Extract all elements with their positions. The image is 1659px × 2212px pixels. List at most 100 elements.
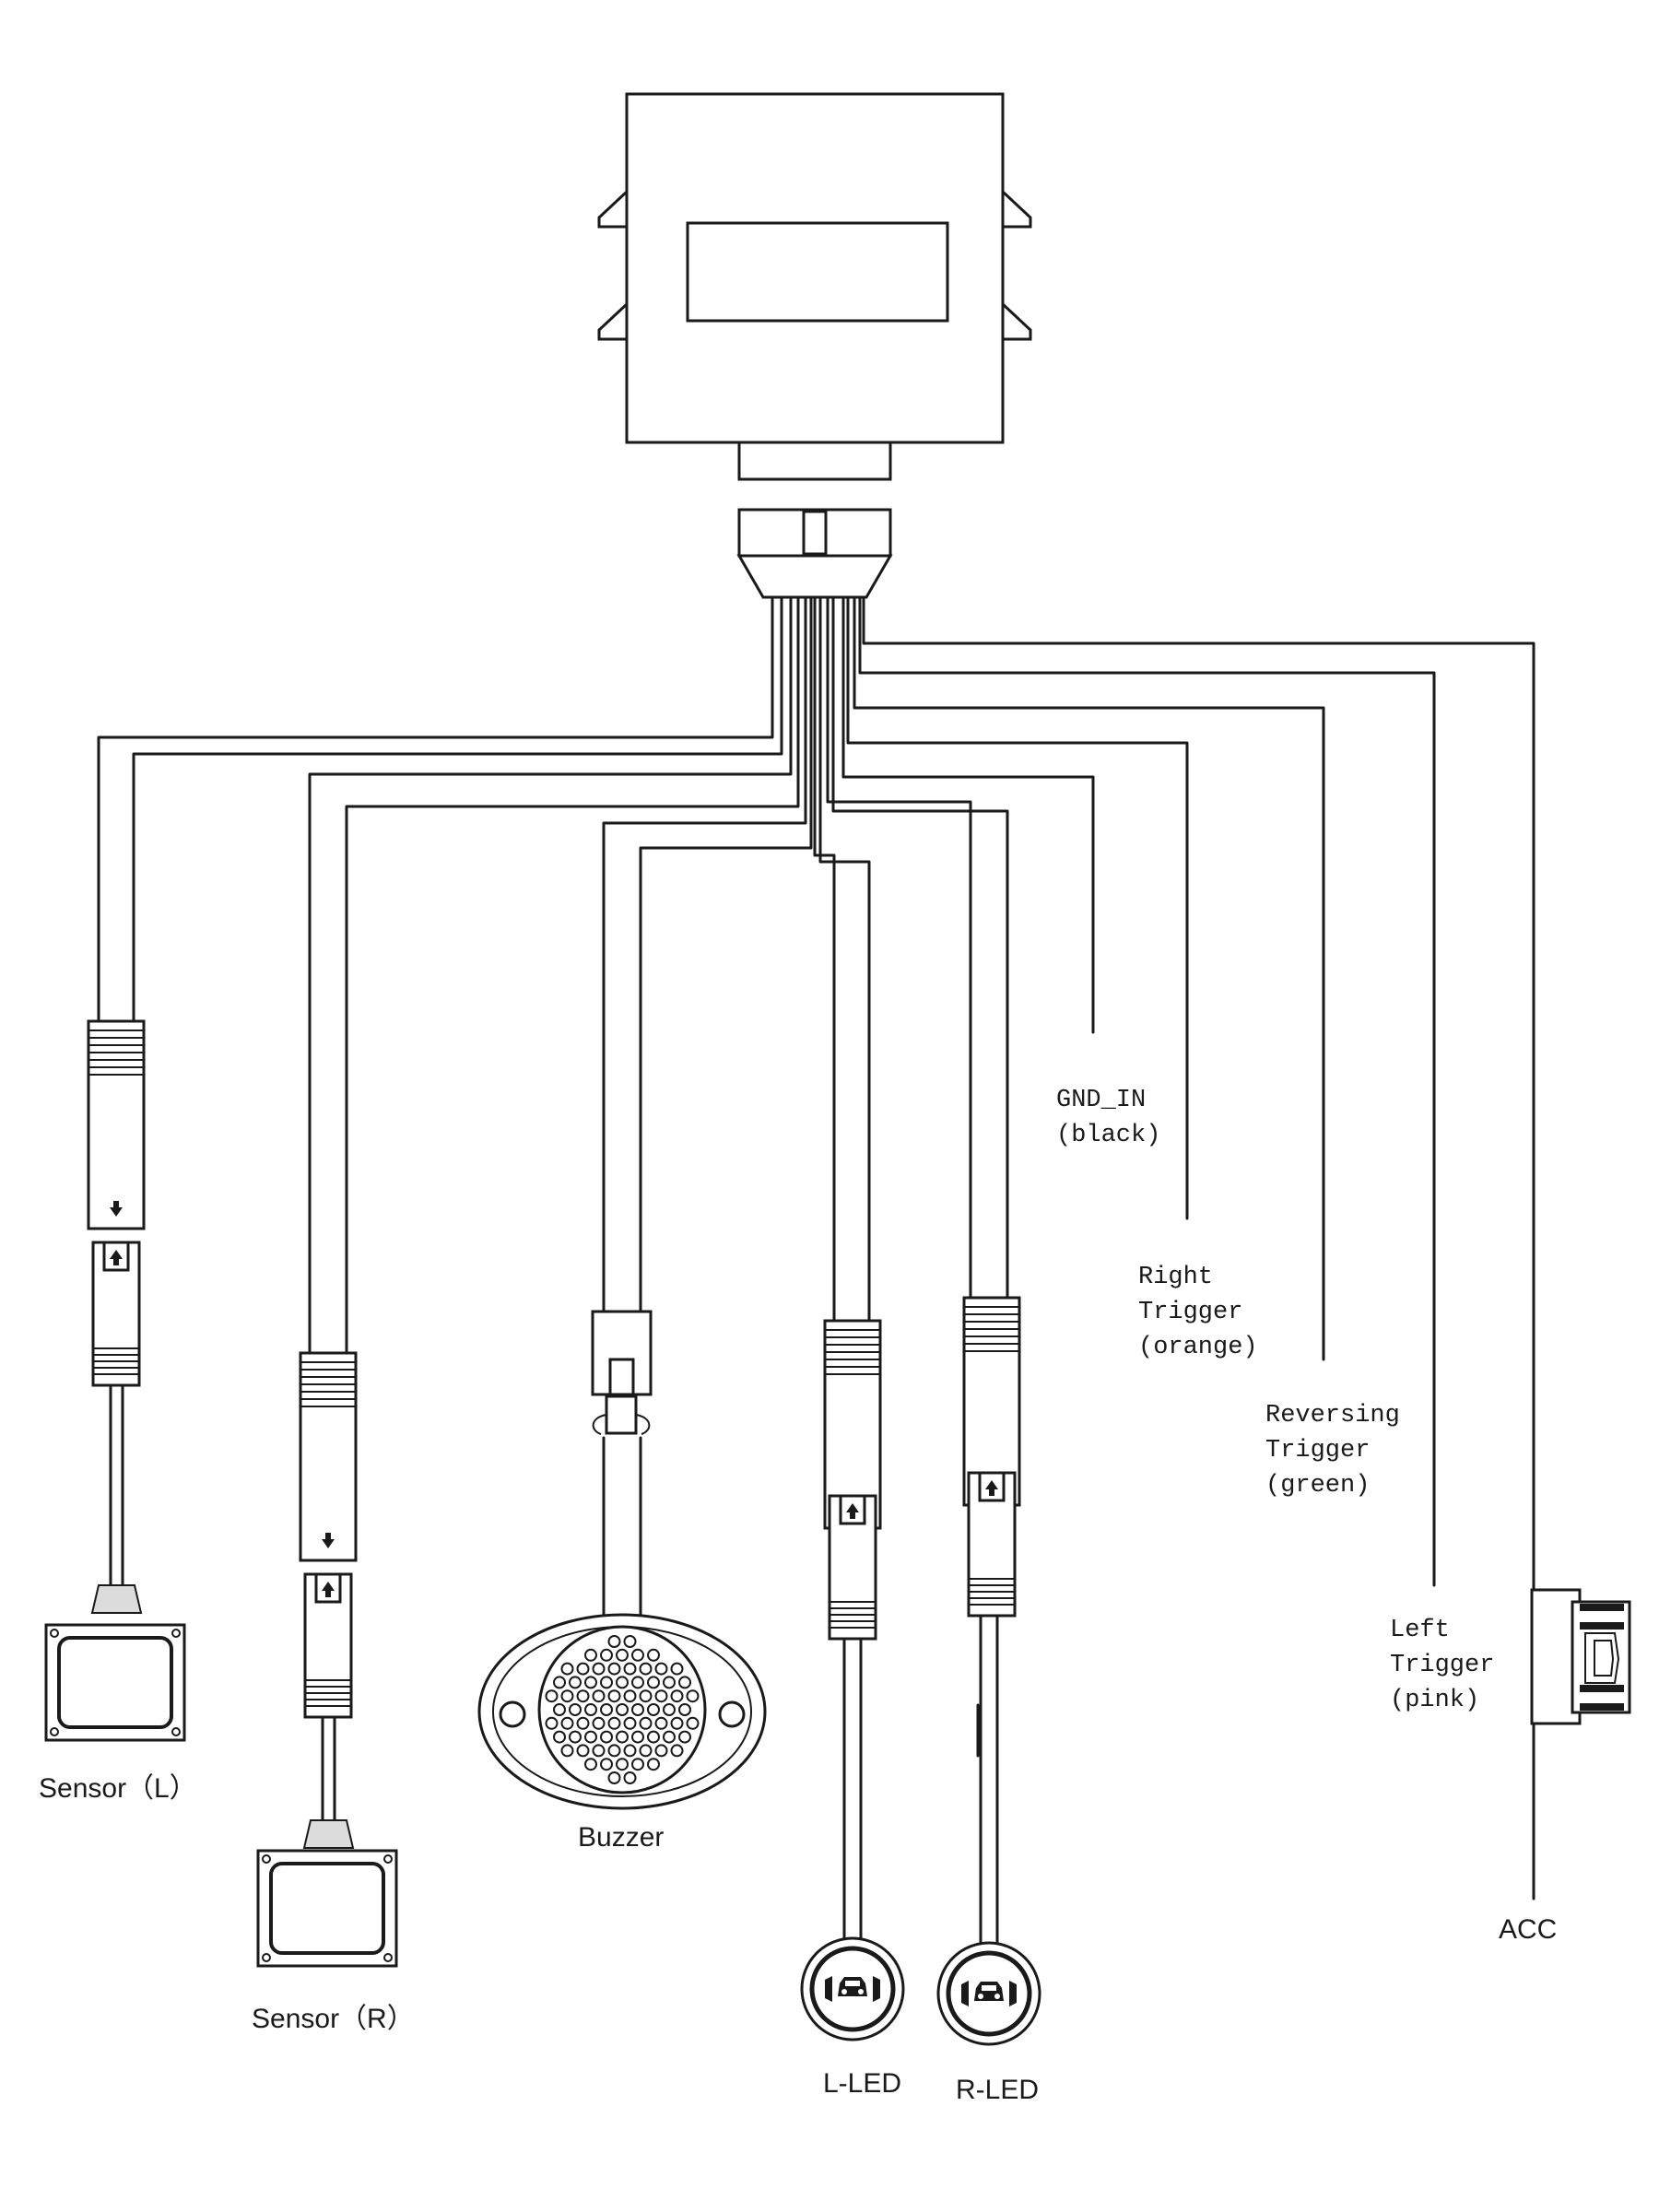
- grille-hole: [607, 1662, 621, 1676]
- grille-hole: [576, 1744, 590, 1758]
- grille-hole: [600, 1758, 613, 1771]
- grille-hole: [569, 1676, 582, 1689]
- acc-connector: ACC: [1499, 1588, 1631, 1945]
- grille-hole: [576, 1689, 590, 1703]
- grille-hole: [600, 1703, 613, 1716]
- svg-text:(orange): (orange): [1138, 1334, 1258, 1361]
- r-led-assembly: R-LED: [938, 1296, 1040, 2105]
- grille-hole: [623, 1744, 637, 1758]
- grille-hole: [647, 1676, 660, 1689]
- sensor-r-label: Sensor（R）: [252, 2004, 415, 2034]
- gnd-in-label: GND_IN (black): [1056, 1087, 1160, 1149]
- grille-hole: [654, 1744, 668, 1758]
- grille-hole: [623, 1689, 637, 1703]
- l-led-label: L-LED: [823, 2068, 901, 2099]
- grille-hole: [639, 1662, 653, 1676]
- grille-hole: [647, 1703, 660, 1716]
- svg-text:Right: Right: [1138, 1264, 1213, 1291]
- r-led-label: R-LED: [956, 2075, 1039, 2105]
- grille-hole: [560, 1716, 574, 1730]
- grille-hole: [576, 1716, 590, 1730]
- buzzer-grille: [545, 1635, 700, 1784]
- buzzer-assembly: Buzzer: [477, 1310, 767, 1853]
- grille-hole: [654, 1662, 668, 1676]
- grille-hole: [623, 1635, 637, 1648]
- grille-hole: [631, 1730, 644, 1744]
- grille-hole: [670, 1716, 684, 1730]
- buzzer-label: Buzzer: [578, 1822, 664, 1853]
- svg-text:GND_IN: GND_IN: [1056, 1087, 1146, 1114]
- right-trigger-label: Right Trigger (orange): [1138, 1264, 1258, 1361]
- grille-hole: [560, 1662, 574, 1676]
- grille-hole: [639, 1689, 653, 1703]
- grille-hole: [631, 1676, 644, 1689]
- sensor-r-assembly: Sensor（R）: [252, 1351, 415, 2034]
- grille-hole: [592, 1662, 606, 1676]
- grille-hole: [584, 1648, 597, 1662]
- grille-hole: [678, 1703, 691, 1716]
- grille-hole: [592, 1689, 606, 1703]
- svg-text:(green): (green): [1265, 1472, 1370, 1500]
- grille-hole: [639, 1744, 653, 1758]
- grille-hole: [607, 1744, 621, 1758]
- svg-text:Reversing: Reversing: [1265, 1402, 1400, 1430]
- grille-hole: [654, 1689, 668, 1703]
- grille-hole: [663, 1676, 676, 1689]
- grille-hole: [592, 1716, 606, 1730]
- grille-hole: [678, 1676, 691, 1689]
- acc-label: ACC: [1499, 1914, 1557, 1945]
- grille-hole: [545, 1716, 559, 1730]
- grille-hole: [616, 1703, 629, 1716]
- grille-hole: [616, 1758, 629, 1771]
- grille-hole: [545, 1689, 559, 1703]
- grille-hole: [663, 1730, 676, 1744]
- control-box: [597, 92, 1032, 481]
- harness-connector: [736, 508, 893, 599]
- grille-hole: [607, 1635, 621, 1648]
- svg-text:Trigger: Trigger: [1265, 1437, 1370, 1465]
- grille-hole: [686, 1689, 700, 1703]
- grille-hole: [560, 1744, 574, 1758]
- grille-hole: [670, 1744, 684, 1758]
- grille-hole: [576, 1662, 590, 1676]
- svg-text:(black): (black): [1056, 1122, 1160, 1149]
- svg-text:Trigger: Trigger: [1390, 1652, 1494, 1679]
- grille-hole: [600, 1676, 613, 1689]
- svg-text:Trigger: Trigger: [1138, 1299, 1242, 1326]
- grille-hole: [678, 1730, 691, 1744]
- grille-hole: [600, 1648, 613, 1662]
- grille-hole: [569, 1730, 582, 1744]
- grille-hole: [654, 1716, 668, 1730]
- grille-hole: [623, 1662, 637, 1676]
- grille-hole: [631, 1703, 644, 1716]
- grille-hole: [616, 1730, 629, 1744]
- grille-hole: [584, 1703, 597, 1716]
- wire-bundle: [97, 595, 1535, 1900]
- grille-hole: [569, 1703, 582, 1716]
- grille-hole: [670, 1662, 684, 1676]
- sensor-l-assembly: Sensor（L）: [39, 1019, 197, 1804]
- grille-hole: [647, 1758, 660, 1771]
- svg-text:(pink): (pink): [1390, 1687, 1479, 1714]
- grille-hole: [631, 1648, 644, 1662]
- grille-hole: [623, 1771, 637, 1784]
- left-trigger-label: Left Trigger (pink): [1390, 1617, 1494, 1714]
- grille-hole: [553, 1703, 566, 1716]
- grille-hole: [639, 1716, 653, 1730]
- svg-text:Left: Left: [1390, 1617, 1450, 1644]
- grille-hole: [600, 1730, 613, 1744]
- grille-hole: [560, 1689, 574, 1703]
- grille-hole: [607, 1716, 621, 1730]
- grille-hole: [607, 1771, 621, 1784]
- grille-hole: [616, 1676, 629, 1689]
- reversing-trigger-label: Reversing Trigger (green): [1265, 1402, 1400, 1500]
- sensor-l-label: Sensor（L）: [39, 1773, 197, 1804]
- grille-hole: [584, 1676, 597, 1689]
- grille-hole: [592, 1744, 606, 1758]
- grille-hole: [647, 1730, 660, 1744]
- grille-hole: [616, 1648, 629, 1662]
- grille-hole: [663, 1703, 676, 1716]
- grille-hole: [607, 1689, 621, 1703]
- grille-hole: [631, 1758, 644, 1771]
